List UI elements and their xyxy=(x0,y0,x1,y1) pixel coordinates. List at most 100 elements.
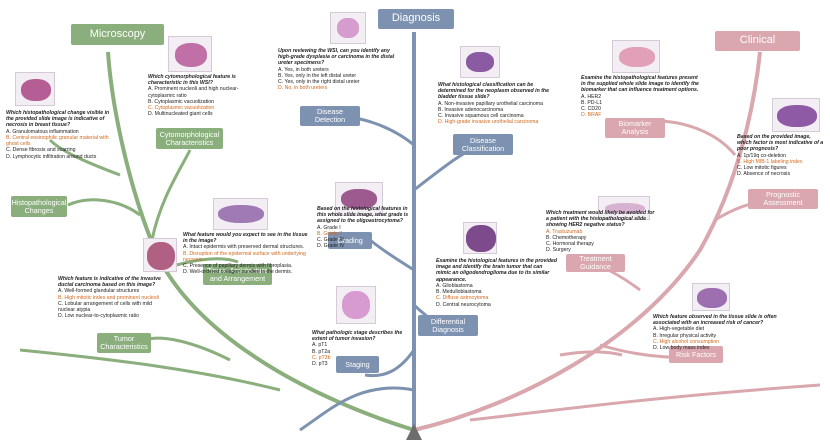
option: C. Grade III xyxy=(317,237,344,244)
correct-option: C. Cytoplasmic vacuolization xyxy=(148,105,215,112)
option: B. Medulloblastoma xyxy=(436,289,482,296)
question-histopathological: Which histopathological change visible i… xyxy=(6,110,114,160)
task-differential-diagnosis: Differential Diagnosis xyxy=(418,315,478,336)
slide-thumbnail xyxy=(335,182,383,216)
correct-option: D. High-grade invasive urothelial carcin… xyxy=(438,119,539,126)
trunk-base xyxy=(406,424,422,440)
option: D. pT3 xyxy=(312,361,328,368)
option: B. Irregular physical activity xyxy=(653,332,717,339)
option: D. Grade IV xyxy=(317,243,345,250)
slide-thumbnail xyxy=(772,98,820,132)
question-text: What pathologic stage describes the exte… xyxy=(312,330,403,343)
question-cytomorphological: Which cytomorphological feature is chara… xyxy=(148,74,258,118)
option: D. Low body mass index xyxy=(653,345,710,352)
option: C. Invasive squamous cell carcinoma xyxy=(438,113,524,120)
question-disease-detection: Upon reviewing the WSI, can you identify… xyxy=(278,48,396,92)
question-text: Which cytomorphological feature is chara… xyxy=(148,74,236,87)
option: C. Dense fibrosis and scarring xyxy=(6,147,76,154)
question-text: What feature would you expect to see in … xyxy=(183,232,308,245)
correct-option: B. Central eosinophilic granular materia… xyxy=(6,134,109,148)
question-biomarker: Examine the histopathological features p… xyxy=(581,75,703,119)
correct-option: B. Grade II xyxy=(317,230,343,237)
task-staging: Staging xyxy=(336,356,379,373)
option: D. Absence of necrosis xyxy=(737,171,791,178)
slide-thumbnail xyxy=(330,12,366,44)
question-text: Which histopathological change visible i… xyxy=(6,110,110,129)
question-prognostic: Based on the provided image, which facto… xyxy=(737,134,825,178)
option: B. Yes, only in the left distal ureter xyxy=(278,72,357,79)
correct-option: B. High MIB-1 labeling index xyxy=(737,158,803,165)
question-text: Based on the provided image, which facto… xyxy=(737,134,824,153)
slide-thumbnail xyxy=(213,198,268,230)
correct-option: B. High mitotic index and prominent nucl… xyxy=(58,294,159,301)
option: A. HER2 xyxy=(581,93,602,100)
correct-option: B. Disruption of the epidermal surface w… xyxy=(183,250,306,263)
option: A. Granulomatous inflammation xyxy=(6,128,79,135)
correct-option: A. Trastuzumab xyxy=(546,228,583,235)
option: B. Chemotherapy xyxy=(546,234,587,241)
option: B. PD-L1 xyxy=(581,99,603,106)
option: C. Presence of papillary dermis with fib… xyxy=(183,263,293,270)
diagnosis-header: Diagnosis xyxy=(378,9,454,29)
task-histopathological-changes: Histopathological Changes xyxy=(11,196,67,217)
option: D. Well-ordered collagen bundles in the … xyxy=(183,269,293,276)
question-text: Which feature observed in the tissue sli… xyxy=(653,314,777,327)
question-staging: What pathologic stage describes the exte… xyxy=(312,330,408,367)
option: C. Hormonal therapy xyxy=(546,241,594,248)
option: C. Low mitotic figures xyxy=(737,165,787,172)
slide-thumbnail xyxy=(143,238,177,272)
question-disease-classification: What histological classification can be … xyxy=(438,82,560,126)
option: A. 1p/19q co-deletion xyxy=(737,152,787,159)
option: D. Lymphocytic infiltration around ducts xyxy=(6,153,97,160)
option: D. Low nuclear-to-cytoplasmic ratio xyxy=(58,313,140,320)
option: A. Yes, in both ureters xyxy=(278,66,329,73)
slide-thumbnail xyxy=(612,40,660,73)
question-grading: Based on the histological features in th… xyxy=(317,206,417,250)
task-disease-detection: Disease Detection xyxy=(300,106,360,126)
question-text: Upon reviewing the WSI, can you identify… xyxy=(278,48,395,67)
option: A. pT1 xyxy=(312,342,328,349)
option: A. Intact epidermis with preserved derma… xyxy=(183,244,305,251)
option: D. Multinucleated giant cells xyxy=(148,111,213,118)
option: B. pT2a xyxy=(312,348,331,355)
slide-thumbnail xyxy=(692,283,730,311)
task-risk-factors: Risk Factors xyxy=(669,346,723,363)
option: B. Invasive adenocarcinoma xyxy=(438,106,504,113)
correct-option: D. BRAF xyxy=(581,112,602,119)
option: C. CD20 xyxy=(581,106,601,113)
slide-thumbnail xyxy=(598,196,650,220)
microscopy-header: Microscopy xyxy=(71,24,164,45)
task-disease-classification: Disease Classification xyxy=(453,134,513,155)
task-tissue-architecture: Tissue Architecture and Arrangement xyxy=(203,264,272,285)
option: B. Cytoplasmic vacuolization xyxy=(148,98,215,105)
question-text: What histological classification can be … xyxy=(438,82,549,101)
question-tumor-characteristics: Which feature is indicative of the invas… xyxy=(58,276,170,320)
slide-thumbnail xyxy=(336,286,376,324)
option: C. Lobular arrangement of cells with mil… xyxy=(58,300,152,314)
question-text: Based on the histological features in th… xyxy=(317,206,409,225)
task-grading: Grading xyxy=(328,232,372,249)
correct-option: C. Diffuse astrocytoma xyxy=(436,295,489,302)
question-text: Examine the histopathological features p… xyxy=(581,75,699,94)
task-treatment-guidance: Treatment Guidance xyxy=(566,254,625,272)
slide-thumbnail xyxy=(463,222,497,254)
question-differential-diagnosis: Examine the histological features in the… xyxy=(436,258,558,308)
question-text: Examine the histological features in the… xyxy=(436,258,558,283)
option: A. High-vegetable diet xyxy=(653,326,705,333)
slide-thumbnail xyxy=(460,46,500,78)
option: C. Yes, only in the right distal ureter xyxy=(278,79,360,86)
option: A. Well-formed glandular structures xyxy=(58,288,140,295)
clinical-header: Clinical xyxy=(715,31,800,51)
correct-option: D. No, in both ureters xyxy=(278,85,328,92)
option: A. Grade I xyxy=(317,224,341,231)
task-biomarker-analysis: Biomarker Analysis xyxy=(605,118,665,138)
correct-option: C. High alcohol consumption xyxy=(653,338,720,345)
task-tumor-characteristics: Tumor Characteristics xyxy=(97,333,151,353)
option: A. Prominent nucleoli and high nuclear-c… xyxy=(148,86,239,99)
option: D. Central neurocytoma xyxy=(436,301,491,308)
option: D. Surgery xyxy=(546,247,571,254)
option: A. Non-invasive papillary urothelial car… xyxy=(438,100,543,107)
task-cytomorphological-characteristics: Cytomorphological Characteristics xyxy=(156,128,223,149)
slide-thumbnail xyxy=(168,36,212,72)
slide-thumbnail xyxy=(15,72,55,106)
